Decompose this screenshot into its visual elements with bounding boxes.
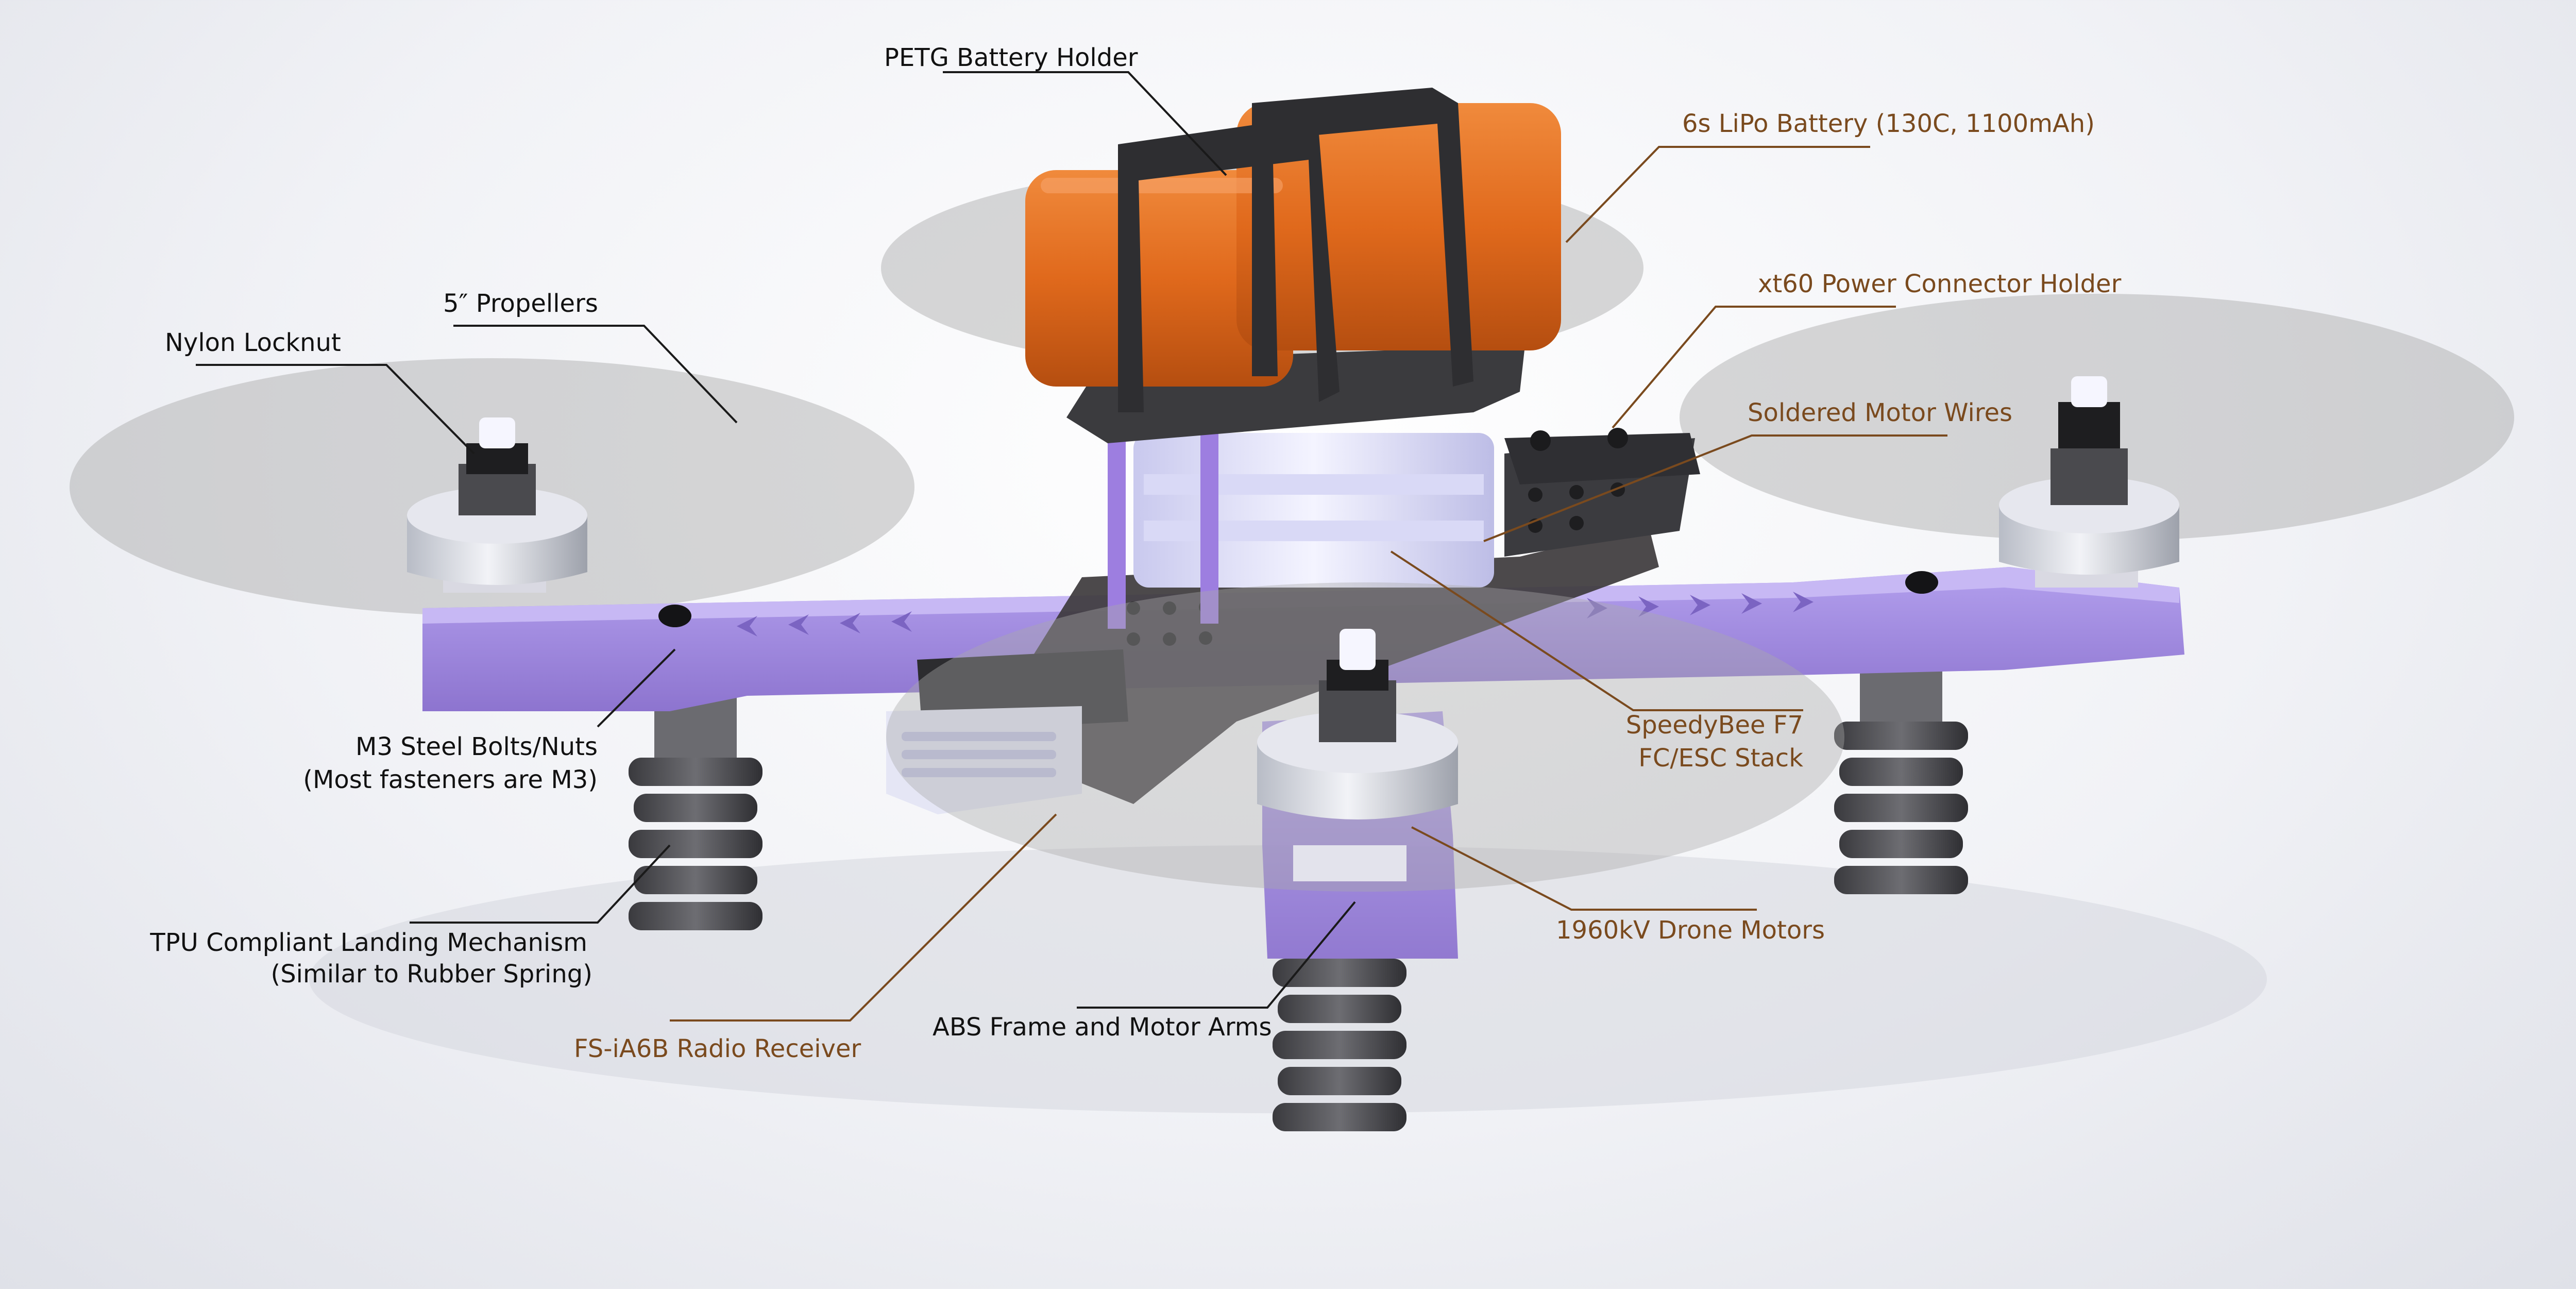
leader-frame	[1077, 901, 1356, 1009]
leader-radio	[670, 813, 1057, 1022]
leader-propellers	[453, 325, 738, 424]
motor-front	[1257, 629, 1458, 881]
label-propellers: 5″ Propellers	[443, 289, 598, 318]
label-motors: 1960kV Drone Motors	[1556, 916, 1825, 945]
label-radio: FS-iA6B Radio Receiver	[574, 1034, 861, 1063]
landing-spring-right	[1834, 665, 1968, 894]
leader-xt60	[1612, 306, 1896, 429]
label-locknut: Nylon Locknut	[165, 328, 341, 357]
label-frame: ABS Frame and Motor Arms	[933, 1013, 1272, 1042]
leader-lines	[196, 71, 1947, 1022]
label-xt60: xt60 Power Connector Holder	[1758, 270, 2122, 298]
xt60-holder	[1504, 428, 1700, 484]
leader-fc-esc	[1390, 550, 1803, 711]
battery-straps	[1118, 88, 1473, 412]
leader-locknut	[196, 364, 475, 455]
leader-landing	[410, 844, 671, 924]
label-landing-line1: TPU Compliant Landing Mechanism	[150, 928, 587, 957]
label-bolts-line2: (Most fasteners are M3)	[303, 765, 598, 794]
label-fc-esc-line2: FC/ESC Stack	[1638, 744, 1803, 773]
leader-motor-wires	[1483, 434, 1947, 542]
landing-spring-front	[1273, 959, 1406, 1131]
leader-bolts	[597, 648, 676, 728]
leader-battery	[1565, 146, 1870, 243]
fc-esc-stack	[1108, 433, 1494, 629]
label-fc-esc-line1: SpeedyBee F7	[1625, 711, 1803, 740]
leader-battery-holder	[943, 71, 1227, 176]
motor-right	[1999, 376, 2179, 588]
label-motor-wires: Soldered Motor Wires	[1748, 398, 2013, 427]
arm-bolts	[658, 571, 1938, 627]
label-battery: 6s LiPo Battery (130C, 1100mAh)	[1682, 109, 2095, 138]
radio-receiver	[886, 649, 1128, 814]
label-battery-holder: PETG Battery Holder	[884, 43, 1138, 72]
label-bolts-line1: M3 Steel Bolts/Nuts	[355, 732, 598, 761]
leader-motors	[1411, 826, 1757, 911]
landing-spring-left	[629, 696, 762, 930]
label-landing-line2: (Similar to Rubber Spring)	[270, 960, 592, 989]
motor-left	[407, 417, 587, 593]
